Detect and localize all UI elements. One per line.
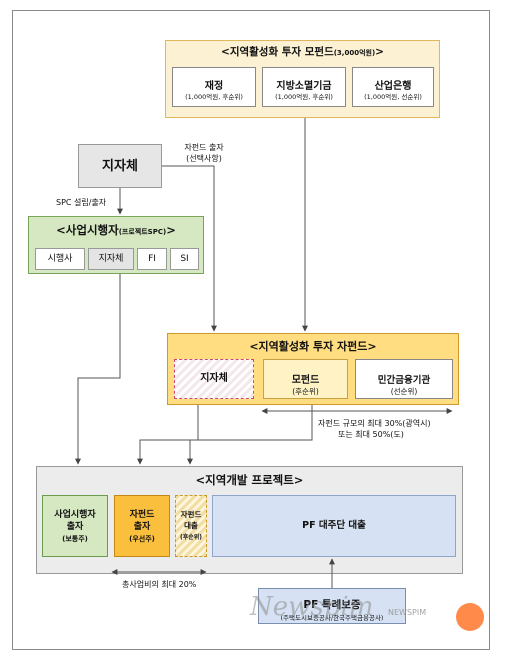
arrow-subfund-to-project-b bbox=[187, 405, 313, 465]
watermark-sub: NEWSPIM bbox=[388, 608, 427, 617]
spc-member-developer: 시행사 bbox=[35, 248, 85, 270]
spc-member-si: SI bbox=[170, 248, 199, 270]
spc-title-end: > bbox=[166, 223, 176, 237]
project-spc-invest: 사업시행자 출자 (보통주) bbox=[42, 495, 108, 557]
mother-fund-title-end: > bbox=[375, 46, 384, 58]
line: 자펀드 bbox=[129, 510, 155, 520]
arrow-spc-to-project bbox=[75, 274, 121, 465]
watermark-badge-icon bbox=[456, 603, 484, 631]
diagram-frame bbox=[12, 10, 490, 650]
mother-fund-item-local-fund: 지방소멸기금 (1,000억원, 후순위) bbox=[262, 67, 346, 107]
spc-member-fi: FI bbox=[137, 248, 167, 270]
sub-fund-title: <지역활성화 투자 자펀드> bbox=[249, 340, 377, 353]
item-name: 지방소멸기금 bbox=[276, 81, 332, 92]
pf-guarantee-title: PF 특례보증 bbox=[303, 599, 361, 611]
arrow-gov-to-subfund bbox=[162, 165, 217, 332]
total-cost-note: 총사업비의 최대 20% bbox=[122, 580, 197, 589]
line: 대출 bbox=[184, 521, 198, 530]
note-line: 자펀드 출자 bbox=[184, 143, 224, 152]
item-detail: (1,000억원, 후순위) bbox=[185, 93, 243, 101]
item-name: 산업은행 bbox=[374, 81, 412, 92]
line: 사업시행자 bbox=[54, 510, 96, 520]
note-line: 또는 최대 50%(도) bbox=[338, 430, 404, 439]
note-line: 자펀드 규모의 최대 30%(광역시) bbox=[318, 419, 431, 428]
watermark-logo: Newspim bbox=[250, 592, 374, 622]
local-gov-box: 지자체 bbox=[78, 144, 162, 188]
line: 출자 bbox=[133, 522, 151, 532]
item-detail: (1,000억원, 선순위) bbox=[364, 93, 422, 101]
detail: (후순위) bbox=[179, 534, 203, 541]
sub-fund-size-note: 자펀드 규모의 최대 30%(광역시) 또는 최대 50%(도) bbox=[318, 418, 468, 440]
project-subfund-loan: 자펀드 대출 (후순위) bbox=[175, 495, 207, 557]
mother-fund-title: <지역활성화 투자 모펀드(3,000억원)> bbox=[165, 44, 440, 59]
sub-fund-invest-note: 자펀드 출자 (선택사항) bbox=[176, 142, 232, 164]
note-line: (선택사항) bbox=[186, 154, 222, 163]
mother-fund-item-kdb: 산업은행 (1,000억원, 선순위) bbox=[352, 67, 434, 107]
sub-fund-mother-detail: (후순위) bbox=[292, 387, 319, 396]
detail: (우선주) bbox=[129, 535, 155, 543]
mother-fund-title-text: <지역활성화 투자 모펀드 bbox=[221, 46, 334, 58]
sub-fund-mother-label: 모펀드 bbox=[291, 375, 320, 386]
arrow-subfund-to-project-a bbox=[137, 405, 199, 465]
sub-fund-private: 민간금융기관 (선순위) bbox=[355, 359, 453, 399]
spc-member-local-gov: 지자체 bbox=[88, 248, 134, 270]
spc-title-small: (프로젝트SPC) bbox=[118, 228, 167, 236]
project-subfund-invest: 자펀드 출자 (우선주) bbox=[114, 495, 170, 557]
item-detail: (1,000억원, 후순위) bbox=[275, 93, 333, 101]
project-pf-loan: PF 대주단 대출 bbox=[212, 495, 456, 557]
mother-fund-item-budget: 재정 (1,000억원, 후순위) bbox=[172, 67, 256, 107]
sub-fund-private-label: 민간금융기관 bbox=[377, 375, 431, 386]
project-title: <지역개발 프로젝트> bbox=[195, 473, 304, 487]
pf-guarantee-detail: (주택도시보증공사/한국주택금융공사) bbox=[280, 614, 384, 622]
line: 자펀드 bbox=[180, 510, 202, 519]
sub-fund-local-gov: 지자체 bbox=[174, 359, 254, 399]
spc-invest-note: SPC 설립/출자 bbox=[56, 198, 107, 207]
detail: (보통주) bbox=[62, 535, 88, 543]
sub-fund-private-detail: (선순위) bbox=[390, 387, 418, 396]
sub-fund-mother-fund: 모펀드 (후순위) bbox=[263, 359, 348, 399]
item-name: 재정 bbox=[204, 81, 224, 92]
pf-guarantee-box: PF 특례보증 (주택도시보증공사/한국주택금융공사) bbox=[258, 588, 406, 624]
line: 출자 bbox=[66, 522, 84, 532]
mother-fund-amount: (3,000억원) bbox=[333, 49, 376, 57]
spc-title: <사업시행자(프로젝트SPC)> bbox=[28, 222, 204, 238]
spc-title-text: <사업시행자 bbox=[56, 223, 119, 237]
